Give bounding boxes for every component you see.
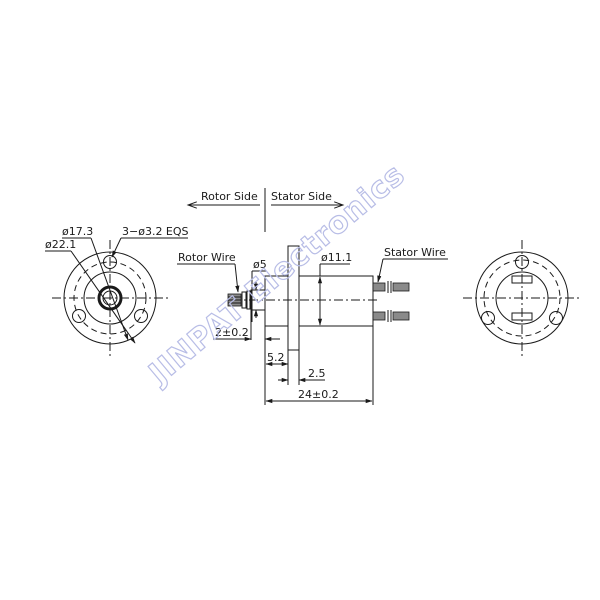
rear-hole-right [549,311,563,325]
leader-17-3 [90,237,129,341]
stator-wire-end [392,282,410,292]
direction-indicator: Rotor Side Stator Side [186,188,345,232]
stator-wire-top [372,281,410,293]
rear-hole-left [481,311,495,325]
stator-wire-bottom [372,310,410,322]
stator-wire-sleeve [372,311,386,321]
leader-22-1 [70,250,136,344]
shaft-diameter-label: ø5 [253,258,267,271]
flange-thickness-label: 2.5 [308,367,326,380]
mounting-flange [287,245,300,351]
flange-offset-label: 5.2 [267,351,285,364]
rotor-side-label: Rotor Side [201,190,258,203]
stator-wire-end [392,311,410,321]
stator-body [264,275,374,327]
diameter-22-1-label: ø22.1 [45,238,76,251]
mount-hole-left [72,309,86,323]
stator-side-label: Stator Side [271,190,332,203]
front-view: ø17.3 ø22.1 3−ø3.2 EQS [45,225,189,356]
stator-wire-sleeve [372,282,386,292]
leader-holes [111,237,122,258]
body-diameter-label: ø11.1 [321,251,352,264]
body-circle [83,271,137,325]
overall-length-label: 24±0.2 [298,388,339,401]
rotor-wire-label: Rotor Wire [178,251,236,264]
holes-label: 3−ø3.2 EQS [122,225,189,238]
stator-wire-leader [377,258,384,283]
mount-hole-top [103,255,117,269]
rear-hole-top [515,255,529,269]
rotor-wire-leader [234,263,240,293]
mount-hole-right [134,309,148,323]
rear-view [463,240,581,357]
shaft-length-label: 2±0.2 [215,326,249,339]
side-view: Rotor Wire ø5 ø11.1 Stator Wire 2±0.2 5.… [177,245,448,405]
stator-wire-label: Stator Wire [384,246,446,259]
diameter-17-3-label: ø17.3 [62,225,93,238]
